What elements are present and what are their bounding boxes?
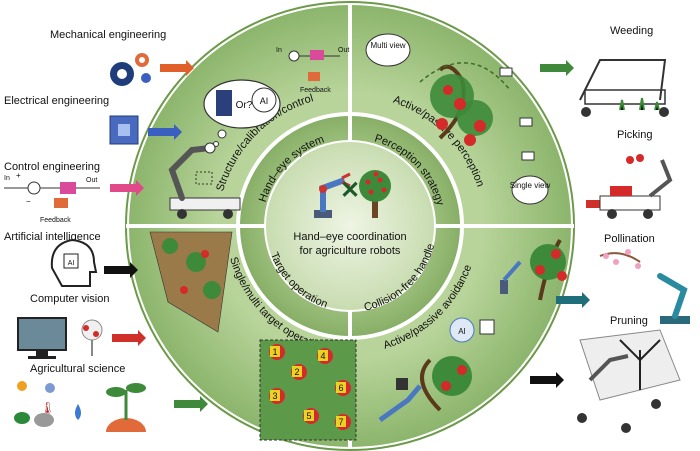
discipline-arrow — [110, 180, 144, 196]
application-label: Pollination — [604, 233, 655, 245]
discipline-arrow — [112, 330, 146, 346]
field-photo — [149, 231, 233, 333]
fruit-number-tag — [318, 350, 328, 361]
center-title-line1: Hand–eye coordination — [293, 231, 406, 243]
center-tree-icon — [359, 170, 391, 218]
single-view-text: Single view — [510, 181, 551, 190]
discipline-label: Computer vision — [30, 293, 109, 305]
fruit-number: 1 — [272, 347, 277, 357]
discipline-label: Mechanical engineering — [50, 29, 166, 41]
quadrant-top-left-illustration: Or? AI In Out Feedback — [168, 47, 349, 219]
fruit-number-tag — [292, 366, 302, 377]
fruit-number: 2 — [294, 367, 299, 377]
monitor-icon — [17, 317, 103, 359]
svg-text:In: In — [4, 175, 10, 182]
quadrant-bottom-right-illustration: AI — [378, 238, 567, 423]
weather-sprout-icon: 🌡 — [14, 381, 146, 432]
picking-robot-icon — [599, 154, 673, 219]
ai-bubble-text: AI — [260, 96, 269, 106]
center-robot-icon — [314, 172, 351, 218]
robot-cart-body — [169, 197, 241, 211]
fruit-number-tag — [336, 416, 346, 427]
mini-loop-plant-block — [310, 50, 324, 60]
weeding-robot-icon — [579, 59, 669, 117]
fruit-number-tag — [304, 410, 314, 421]
ai-head-icon: AI — [50, 238, 98, 287]
camera-icon-1 — [499, 67, 513, 77]
discipline-arrow — [174, 396, 208, 412]
gears-icon — [110, 53, 151, 86]
chip-grid-icon — [216, 90, 232, 116]
svg-text:🌡: 🌡 — [40, 401, 55, 415]
ai-atom-icon — [449, 317, 475, 343]
fruit-number: 3 — [272, 391, 277, 401]
checker-target-icon — [479, 319, 495, 335]
discipline-arrow — [148, 124, 182, 140]
svg-text:Out: Out — [86, 177, 97, 184]
cross-mark-icon: ✕ — [340, 177, 360, 204]
mini-loop-sum-icon — [288, 50, 300, 62]
robot-arm-icon-2 — [378, 384, 422, 423]
application-arrow — [556, 292, 590, 308]
application-label: Weeding — [610, 25, 653, 37]
discipline-label: Electrical engineering — [4, 95, 109, 107]
multi-view-text: Multi view — [370, 41, 405, 50]
center-title-line2: for agriculture robots — [300, 245, 401, 257]
svg-text:AI: AI — [68, 260, 75, 267]
inner-circle-cover — [266, 142, 434, 310]
svg-text:−: − — [26, 197, 31, 206]
or-bubble-text: Or? — [236, 100, 253, 111]
fruit-number-tag — [270, 346, 280, 357]
application-arrow — [540, 60, 574, 76]
mini-loop-out: Out — [338, 47, 349, 54]
fruit-number-tag — [336, 382, 346, 393]
discipline-arrow — [160, 60, 194, 76]
control-loop-icon: In + − Out Feedback — [4, 171, 100, 224]
mini-loop-feedback-block — [308, 72, 320, 81]
camera-icon-2 — [519, 117, 533, 127]
numbered-fruit-group: 1 2 3 4 5 6 7 — [269, 344, 351, 430]
fruit-number: 5 — [306, 411, 311, 421]
single-view-bubble — [511, 175, 549, 205]
fruit-number-tag — [270, 390, 280, 401]
camera-frame-icon — [195, 171, 213, 185]
ai-atom-text: AI — [458, 327, 466, 336]
mini-loop-feedback: Feedback — [300, 87, 331, 94]
svg-text:+: + — [16, 171, 21, 180]
mini-loop-in: In — [276, 47, 282, 54]
fruit-number: 6 — [338, 383, 343, 393]
pollination-robot-icon — [599, 249, 690, 324]
discipline-label: Artificial intelligence — [4, 231, 101, 243]
robot-arm-icon — [168, 145, 213, 201]
fruit-number: 4 — [320, 351, 325, 361]
discipline-arrow — [104, 262, 138, 278]
chip-icon — [109, 115, 139, 145]
quadrant-bottom-left-illustration: 1 2 3 4 5 6 7 — [149, 231, 357, 441]
application-label: Picking — [617, 129, 652, 141]
ai-brain-icon — [251, 87, 277, 113]
quadrant-top-right-illustration: Multi view Single view — [365, 33, 551, 205]
pruning-robot-icon — [577, 329, 681, 433]
svg-text:Feedback: Feedback — [40, 217, 71, 224]
checker-board-icon — [396, 378, 408, 390]
discipline-label: Control engineering — [4, 161, 100, 173]
multi-view-bubble — [365, 33, 411, 67]
robot-icon-1 — [500, 280, 508, 294]
view-path-dashed — [419, 62, 511, 91]
discipline-label: Agricultural science — [30, 363, 125, 375]
application-label: Pruning — [610, 315, 648, 327]
camera-icon-3 — [521, 151, 535, 161]
fruit-number: 7 — [338, 417, 343, 427]
application-arrow — [530, 372, 564, 388]
